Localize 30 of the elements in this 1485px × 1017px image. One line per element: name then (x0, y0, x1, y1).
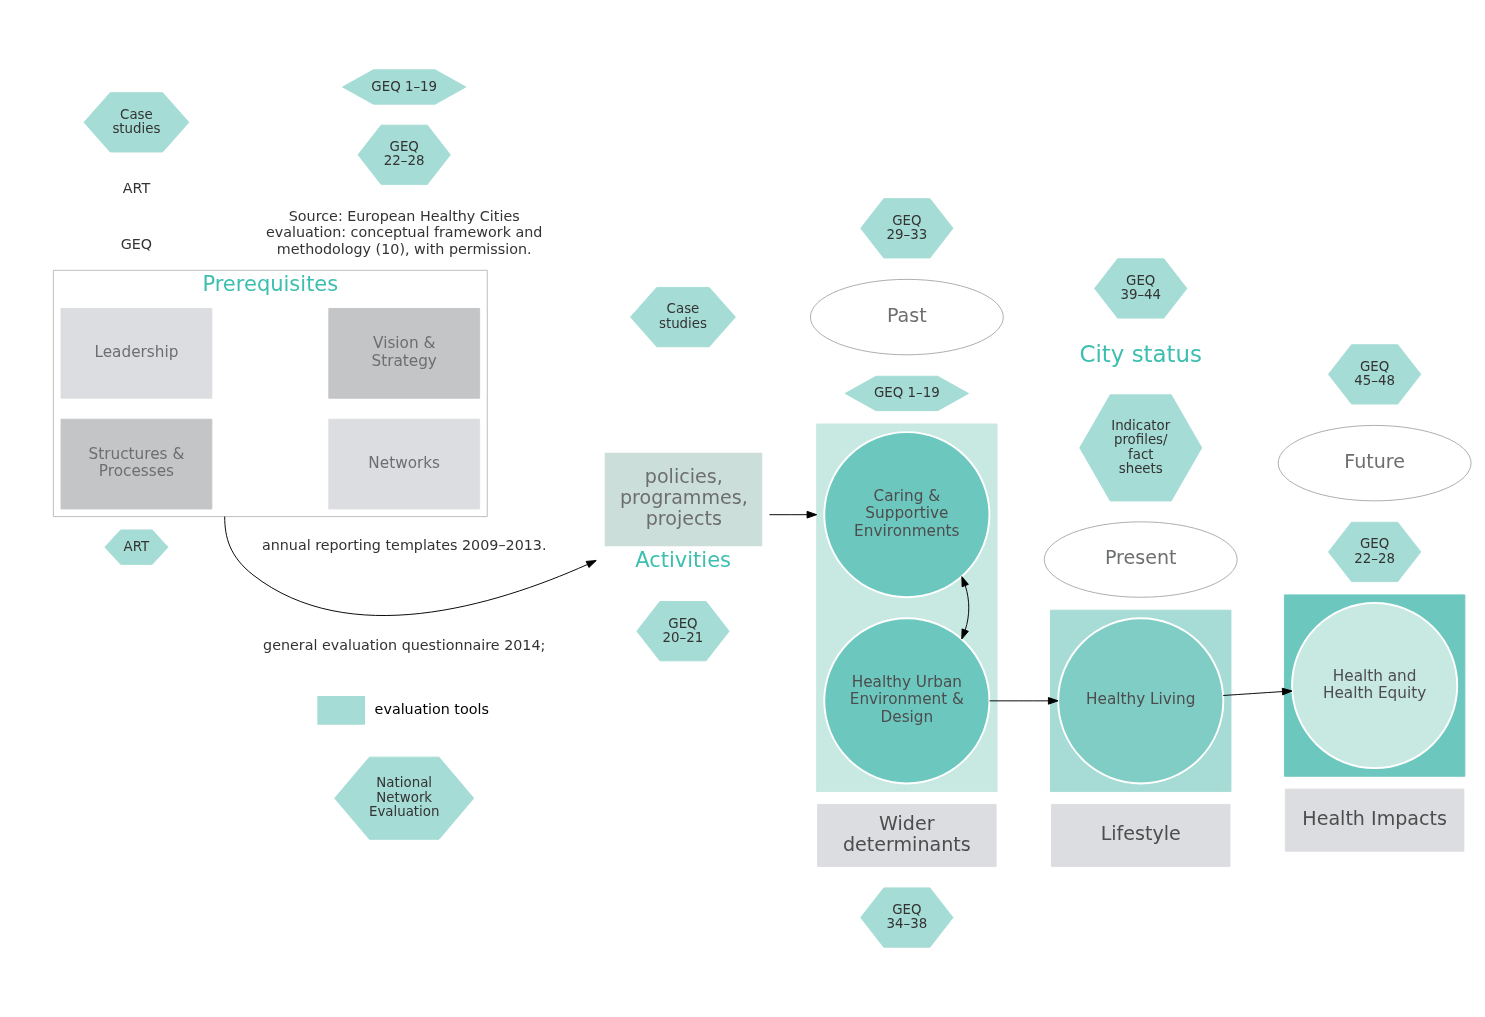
node-box: Structures & Processes (60, 418, 213, 510)
node-ellipse: Present (1043, 521, 1238, 598)
node-box: Wider determinants (817, 803, 997, 867)
node-ellipse: Past (809, 278, 1004, 356)
arrow (768, 510, 818, 519)
node-circle: Health and Health Equity (1291, 602, 1459, 770)
node-circle: Caring & Supportive Environments (823, 431, 991, 599)
node-box: Lifestyle (1051, 803, 1231, 867)
node-label: Activities (635, 547, 732, 572)
label: Source: European Healthy Cities evaluation: conceptual framework and methodology (10), with permission. (266, 208, 543, 257)
node-circle: Healthy Living (1057, 617, 1225, 785)
arrow (1222, 687, 1293, 696)
cluster (816, 423, 998, 792)
node-box: Networks (328, 418, 481, 510)
label: general evaluation questionnaire 2014; (263, 636, 546, 653)
node-box: Leadership (60, 308, 213, 399)
legend-label: evaluation tools (374, 700, 489, 717)
label: City status (1079, 341, 1203, 368)
label: annual reporting templates 2009–2013. (261, 537, 547, 554)
node-circle: Healthy Urban Environment & Design (823, 617, 991, 785)
node-box: Health Impacts (1284, 788, 1465, 852)
cluster (1050, 609, 1232, 792)
arrow (224, 516, 597, 616)
label: ART (122, 180, 151, 197)
arrow (961, 576, 970, 640)
label: GEQ (120, 235, 153, 252)
node-box: Vision & Strategy (328, 308, 481, 399)
node-ellipse: Future (1277, 424, 1472, 502)
arrow (989, 697, 1059, 705)
node-box: policies, programmes, projects (604, 452, 763, 547)
